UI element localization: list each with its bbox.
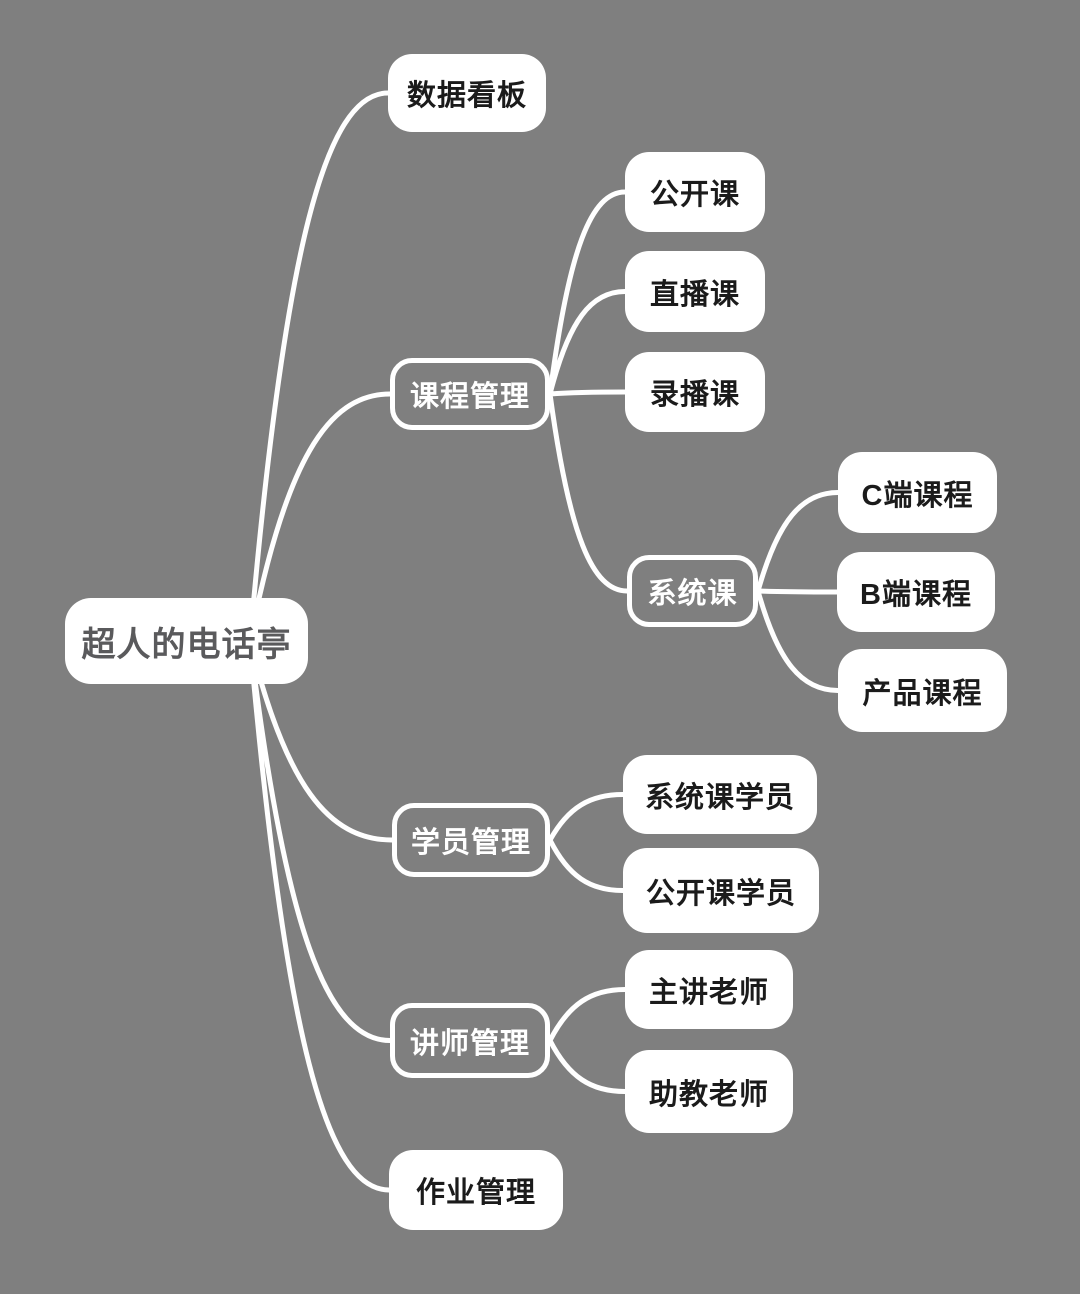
node-data-dashboard[interactable]: 数据看板: [388, 54, 546, 132]
node-student-management[interactable]: 学员管理: [392, 803, 550, 877]
node-b-side-courses[interactable]: B端课程: [837, 552, 995, 632]
node-product-courses[interactable]: 产品课程: [838, 649, 1007, 732]
node-root[interactable]: 超人的电话亭: [65, 598, 308, 684]
node-system-course-students[interactable]: 系统课学员: [623, 755, 817, 834]
node-recorded-course[interactable]: 录播课: [625, 352, 765, 432]
node-system-course[interactable]: 系统课: [627, 555, 758, 627]
node-lead-teacher[interactable]: 主讲老师: [625, 950, 793, 1029]
node-c-side-courses[interactable]: C端课程: [838, 452, 997, 533]
node-teacher-management[interactable]: 讲师管理: [390, 1003, 550, 1078]
node-open-course[interactable]: 公开课: [625, 152, 765, 232]
node-assistant-teacher[interactable]: 助教老师: [625, 1050, 793, 1133]
node-homework-management[interactable]: 作业管理: [389, 1150, 563, 1230]
node-course-management[interactable]: 课程管理: [390, 358, 550, 430]
node-live-course[interactable]: 直播课: [625, 251, 765, 332]
node-open-course-students[interactable]: 公开课学员: [623, 848, 819, 933]
